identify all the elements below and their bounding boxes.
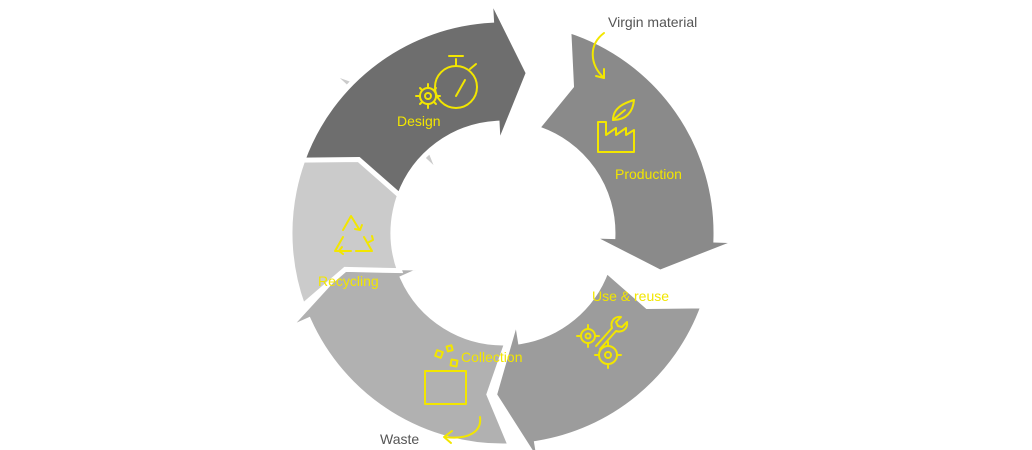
virgin-material-arrow <box>591 32 605 79</box>
virgin-material-label: Virgin material <box>608 14 697 30</box>
segment-use-reuse-arrow <box>491 266 707 450</box>
factory-leaf-icon <box>597 99 635 153</box>
stopwatch-gear-icon <box>415 55 478 109</box>
segment-design-arrow <box>299 0 532 200</box>
segment-label-production: Production <box>615 166 682 182</box>
waste-arrow <box>443 416 482 444</box>
segment-label-recycling: Recycling <box>318 273 379 289</box>
segment-label-collection: Collection <box>461 349 522 365</box>
segment-production-arrow <box>532 26 741 275</box>
gears-wrench-icon <box>576 315 629 369</box>
recycle-icon <box>334 215 374 255</box>
segment-collection-arrow <box>284 264 515 449</box>
segment-label-design: Design <box>397 113 441 129</box>
segment-label-use-reuse: Use & reuse <box>592 288 669 304</box>
waste-label: Waste <box>380 431 419 447</box>
bin-icon <box>424 344 467 405</box>
cycle-ring <box>284 0 741 450</box>
